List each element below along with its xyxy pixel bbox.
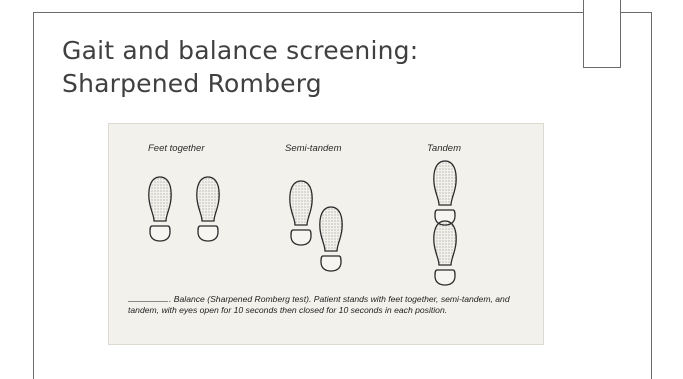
footprint-feet-together-left — [149, 177, 171, 241]
footprint-feet-together-right — [197, 177, 219, 241]
slide-corner-tab — [583, 0, 621, 68]
romberg-figure: Feet together Semi-tandem Tandem . Balan… — [108, 123, 544, 345]
footprint-semi-tandem-back — [290, 181, 312, 245]
title-line-1: Gait and balance screening: — [62, 34, 542, 67]
caption-figure-number-blank — [128, 293, 168, 302]
footprint-tandem-front — [434, 161, 456, 225]
footprint-tandem-back — [434, 221, 456, 285]
slide-title: Gait and balance screening: Sharpened Ro… — [62, 34, 542, 100]
footprint-semi-tandem-front — [320, 207, 342, 271]
caption-text: . Balance (Sharpened Romberg test). Pati… — [128, 294, 510, 315]
title-line-2: Sharpened Romberg — [62, 67, 542, 100]
figure-caption: . Balance (Sharpened Romberg test). Pati… — [128, 293, 528, 316]
